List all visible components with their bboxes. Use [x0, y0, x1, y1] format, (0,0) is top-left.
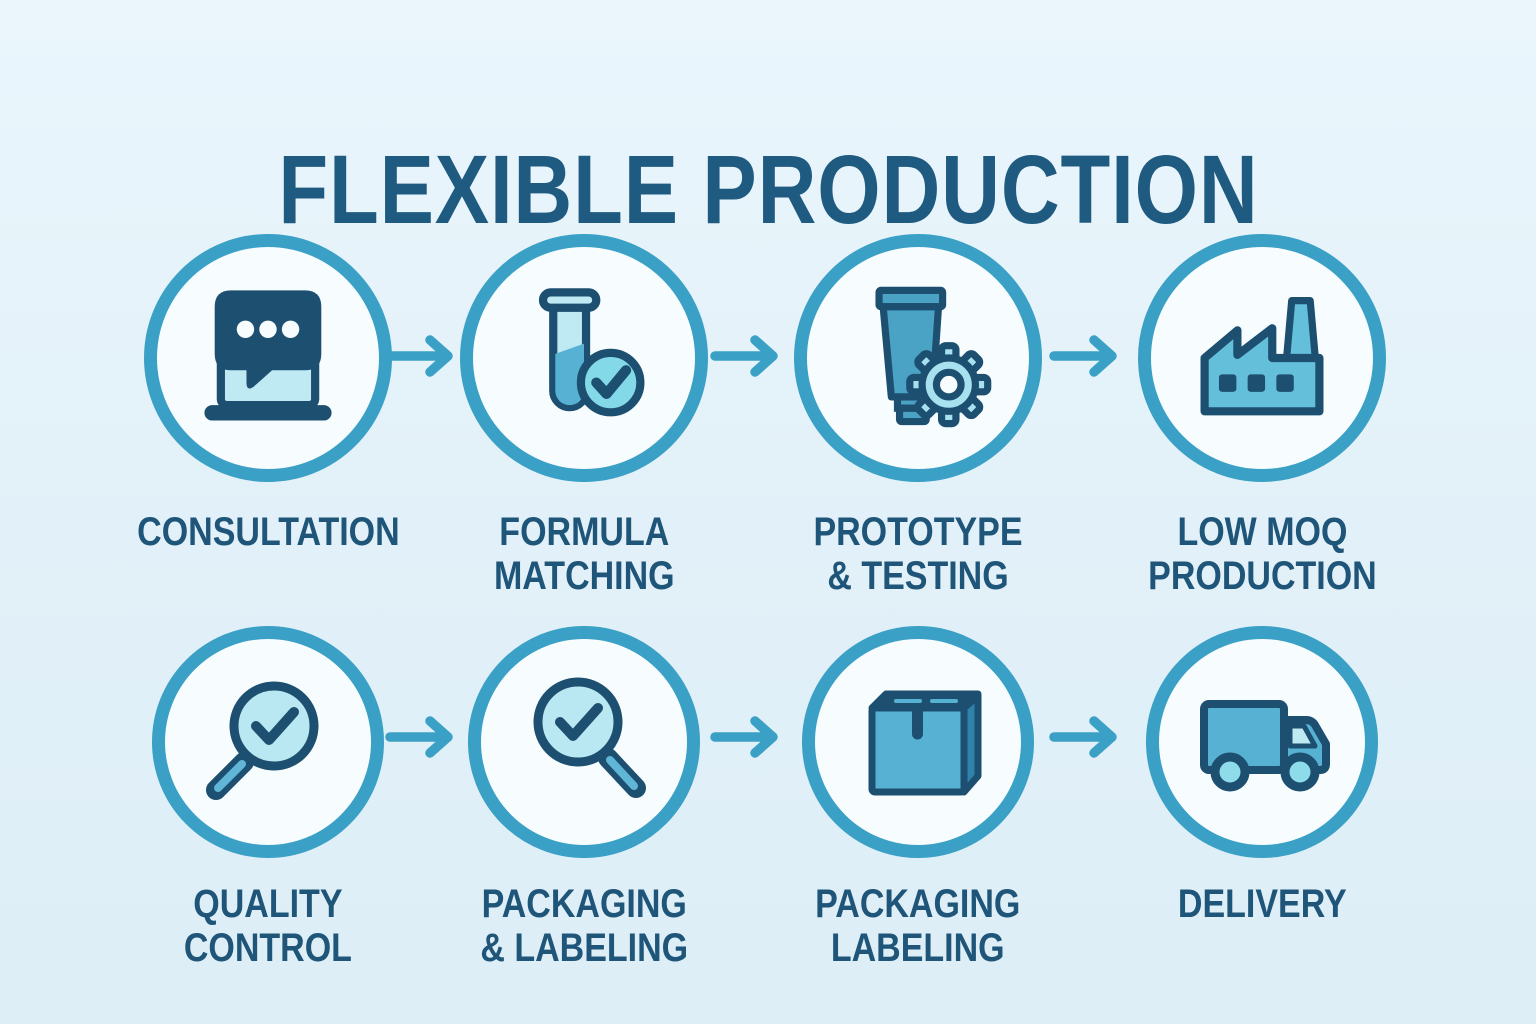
step-label-formula-matching: FORMULA MATCHING	[493, 510, 675, 598]
delivery-circle	[1146, 626, 1378, 858]
flow-arrow-3	[1048, 333, 1132, 379]
step-label-prototype-testing: PROTOTYPE & TESTING	[813, 510, 1023, 598]
magnifier-check-left-icon	[206, 681, 319, 800]
flow-arrow-6	[1048, 714, 1132, 760]
step-label-consultation: CONSULTATION	[136, 510, 400, 554]
step-label-delivery: DELIVERY	[1177, 882, 1347, 926]
step-label-packaging-and-labeling: PACKAGING & LABELING	[480, 882, 688, 970]
truck-icon	[1200, 700, 1330, 792]
box-icon	[868, 690, 982, 796]
packaging-and-labeling-circle	[468, 626, 700, 858]
formula-matching-circle	[460, 234, 708, 482]
step-label-quality-control: QUALITY CONTROL	[183, 882, 353, 970]
flow-arrow-2	[709, 333, 793, 379]
flow-arrow-1	[384, 333, 468, 379]
test-tube-check-icon	[538, 288, 645, 417]
step-label-low-moq-production: LOW MOQ PRODUCTION	[1147, 510, 1377, 598]
step-packaging-and-labeling: PACKAGING & LABELING	[424, 626, 744, 970]
magnifier-check-right-icon	[533, 677, 646, 798]
prototype-testing-circle	[794, 234, 1042, 482]
flow-arrow-4	[384, 714, 468, 760]
page-title: FLEXIBLE PRODUCTION	[0, 141, 1536, 238]
quality-control-circle	[152, 626, 384, 858]
tube-gear-icon	[875, 286, 992, 428]
packaging-labeling-circle	[802, 626, 1034, 858]
step-low-moq-production: LOW MOQ PRODUCTION	[1102, 234, 1422, 598]
low-moq-production-circle	[1138, 234, 1386, 482]
flow-arrow-5	[709, 714, 793, 760]
consultation-circle	[144, 234, 392, 482]
step-formula-matching: FORMULA MATCHING	[424, 234, 744, 598]
step-label-packaging-labeling: PACKAGING LABELING	[815, 882, 1021, 970]
page-title-text: FLEXIBLE PRODUCTION	[277, 134, 1259, 244]
factory-icon	[1200, 297, 1324, 416]
step-prototype-testing: PROTOTYPE & TESTING	[758, 234, 1078, 598]
step-quality-control: QUALITY CONTROL	[108, 626, 428, 970]
step-delivery: DELIVERY	[1102, 626, 1422, 926]
step-packaging-labeling: PACKAGING LABELING	[758, 626, 1078, 970]
step-consultation: CONSULTATION	[108, 234, 428, 554]
chat-laptop-icon	[204, 290, 332, 421]
